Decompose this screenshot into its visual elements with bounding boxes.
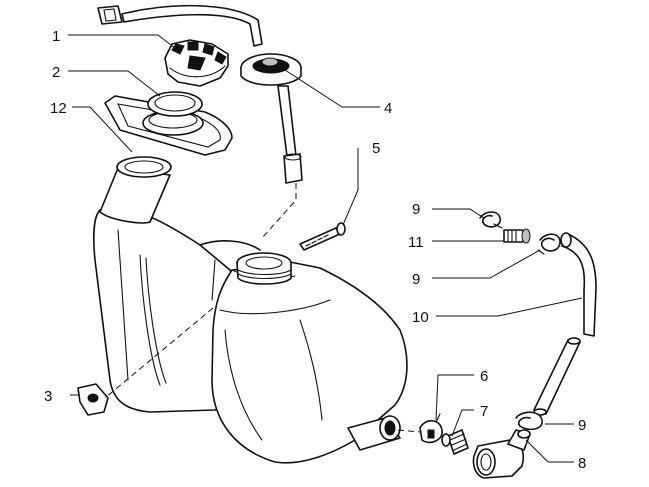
- tap-clip: [419, 413, 443, 444]
- fuel-hose: [533, 232, 597, 416]
- assembly-lines: [104, 183, 421, 433]
- screw: [299, 222, 346, 251]
- callout-9-upper: 9: [412, 201, 420, 218]
- callout-5: 5: [372, 140, 380, 157]
- gasket: [147, 91, 203, 117]
- callout-6: 6: [480, 368, 488, 385]
- callout-12: 12: [50, 100, 67, 117]
- fuel-tank: [93, 156, 408, 464]
- callout-9-lower: 9: [578, 417, 586, 434]
- middle-clamp: [537, 233, 561, 255]
- callout-2: 2: [52, 64, 60, 81]
- fuel-gauge-sender: [97, 4, 303, 184]
- callout-4: 4: [384, 100, 392, 117]
- filler-plate: [104, 95, 233, 156]
- filter: [441, 429, 469, 455]
- fuel-cap: [164, 39, 229, 87]
- callout-11: 11: [408, 234, 424, 251]
- fuel-tap: [472, 429, 531, 479]
- callout-1: 1: [52, 28, 60, 45]
- leader-lines: [68, 34, 583, 463]
- union-fitting: [503, 228, 531, 244]
- callout-labels: 1 2 12 4 5 9 11 9 10 3 6 7 9 8: [44, 28, 586, 472]
- callout-10: 10: [412, 309, 429, 326]
- lower-clamp: [515, 411, 543, 431]
- upper-clamp: [479, 211, 503, 229]
- callout-3: 3: [44, 388, 52, 405]
- callout-7: 7: [480, 403, 488, 420]
- callout-9-middle: 9: [412, 271, 420, 288]
- callout-8: 8: [578, 455, 586, 472]
- rubber-mount: [77, 383, 109, 416]
